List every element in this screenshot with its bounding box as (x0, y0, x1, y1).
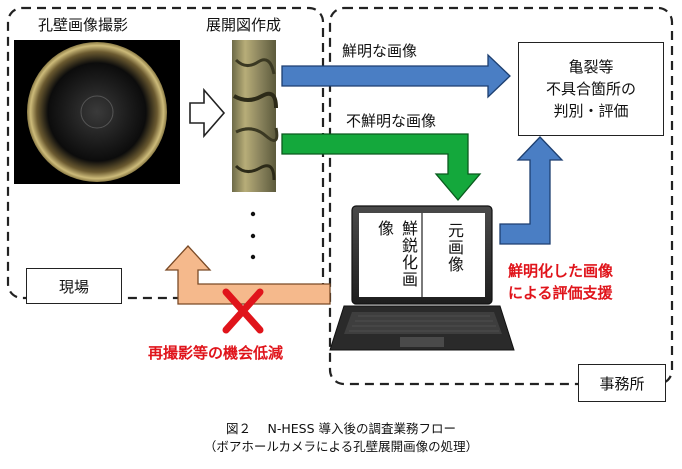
assessment-line: 亀裂等 (568, 58, 614, 76)
sharpened-support-text: 鮮明化した画像 による評価支援 (508, 260, 613, 304)
unrolled-image-strip (232, 40, 279, 192)
support-line: による評価支援 (508, 284, 613, 302)
reduce-reshoot-arrow (164, 245, 331, 305)
process-arrow (189, 87, 226, 139)
reduce-reshoot-text: 再撮影等の機会低減 (148, 344, 284, 362)
support-arrow (499, 136, 564, 245)
ellipsis-dot (250, 211, 256, 217)
screen-sharpened-label: 鮮鋭化画像 (375, 220, 418, 288)
office-label: 事務所 (578, 364, 666, 402)
clear-image-arrow (281, 53, 511, 99)
figure-caption-title: 図２ N-HESS 導入後の調査業務フロー (226, 421, 456, 436)
clear-image-label: 鮮明な画像 (342, 42, 418, 60)
assessment-box: 亀裂等 不具合箇所の 判別・評価 (518, 42, 664, 136)
unrolled-image-label: 展開図作成 (206, 16, 282, 34)
laptop-icon (329, 205, 515, 351)
ellipsis-dot (250, 254, 256, 260)
unclear-image-label: 不鮮明な画像 (346, 112, 437, 130)
ellipsis-dot (250, 233, 256, 239)
cross-mark-icon (222, 288, 264, 334)
borehole-photo (14, 40, 180, 184)
borehole-imaging-label: 孔壁画像撮影 (38, 16, 129, 34)
site-label: 現場 (26, 268, 122, 304)
figure-caption-subtitle: （ボアホールカメラによる孔壁展開画像の処理） (203, 439, 479, 454)
assessment-line: 不具合箇所の (545, 80, 636, 98)
office-region (328, 6, 674, 386)
screen-original-label: 元画像 (445, 222, 464, 273)
unclear-image-arrow (281, 133, 482, 202)
assessment-line: 判別・評価 (553, 102, 629, 120)
support-line: 鮮明化した画像 (508, 262, 614, 280)
